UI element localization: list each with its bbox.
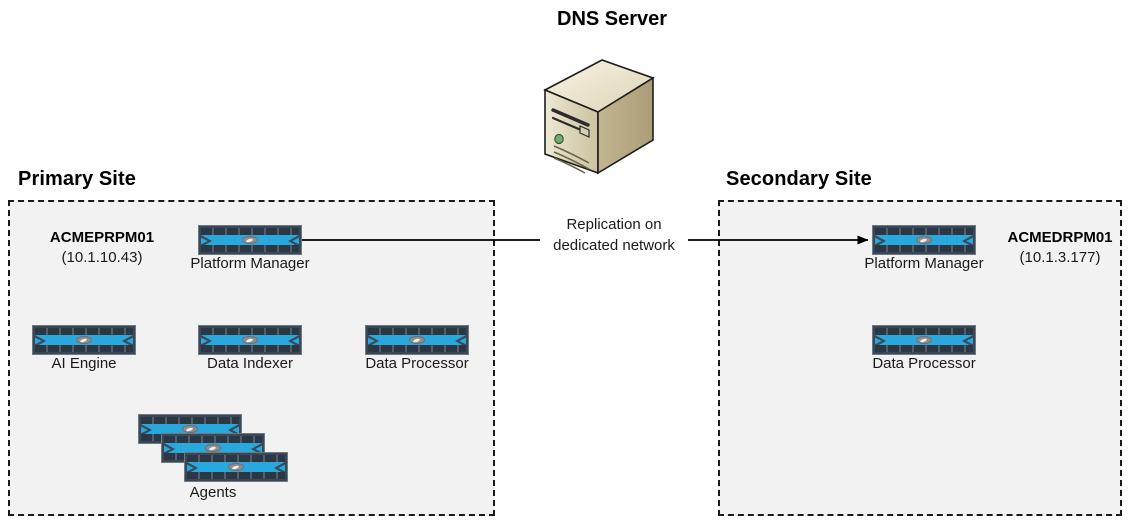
network-appliance-icon: [198, 225, 302, 255]
node-primary-ai-engine[interactable]: AI Engine: [32, 325, 136, 372]
node-label: Data Processor: [872, 355, 976, 372]
node-secondary-platform-manager[interactable]: Platform Manager: [864, 225, 984, 272]
network-appliance-icon: [184, 452, 288, 482]
replication-label-line2: dedicated network: [553, 237, 675, 254]
node-label: Data Processor: [365, 355, 469, 372]
node-label: Platform Manager: [864, 255, 984, 272]
node-label: Agents: [189, 484, 237, 501]
network-appliance-icon: [32, 325, 136, 355]
secondary-site-title: Secondary Site: [726, 168, 872, 190]
node-label: Platform Manager: [190, 255, 310, 272]
dns-server-title: DNS Server: [557, 8, 668, 30]
primary-host-ip: (10.1.10.43): [61, 249, 143, 266]
node-primary-agents[interactable]: Agents: [138, 414, 288, 501]
node-label: Data Indexer: [207, 355, 293, 372]
tower-server-icon: [540, 42, 660, 177]
node-label: AI Engine: [51, 355, 117, 372]
secondary-host-caption: ACMEDRPM01 (10.1.3.177): [996, 228, 1124, 268]
network-appliance-icon: [872, 325, 976, 355]
node-primary-platform-manager[interactable]: Platform Manager: [190, 225, 310, 272]
primary-site-title: Primary Site: [18, 168, 136, 190]
network-appliance-icon: [872, 225, 976, 255]
replication-label: Replication on dedicated network: [540, 214, 688, 256]
replication-label-line1: Replication on: [566, 216, 662, 233]
secondary-host-ip: (10.1.3.177): [1019, 249, 1101, 266]
primary-host-caption: ACMEPRPM01 (10.1.10.43): [38, 228, 166, 268]
network-appliance-icon: [365, 325, 469, 355]
node-secondary-data-processor[interactable]: Data Processor: [872, 325, 976, 372]
primary-hostname: ACMEPRPM01: [49, 229, 155, 246]
node-primary-data-indexer[interactable]: Data Indexer: [198, 325, 302, 372]
network-appliance-icon: [198, 325, 302, 355]
node-primary-data-processor[interactable]: Data Processor: [365, 325, 469, 372]
secondary-hostname: ACMEDRPM01: [1007, 229, 1113, 246]
